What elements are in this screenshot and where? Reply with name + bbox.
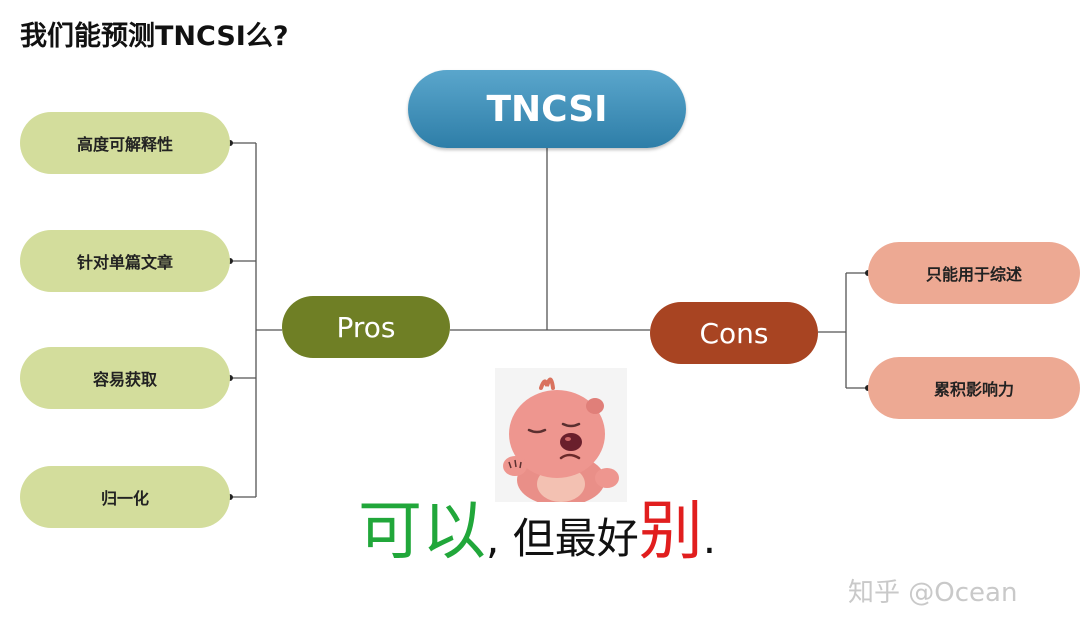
pros-item: 针对单篇文章 (20, 230, 230, 292)
pros-item: 高度可解释性 (20, 112, 230, 174)
pros-node: Pros (282, 296, 450, 358)
verdict-text: 可以, 但最好别. (358, 500, 716, 564)
verdict-but: , 但最好 (486, 514, 639, 563)
verdict-dont: 别 (638, 495, 703, 569)
verdict-yes: 可以 (358, 495, 486, 569)
watermark: 知乎 @Ocean (848, 578, 1018, 608)
pros-item: 容易获取 (20, 347, 230, 409)
cons-item: 只能用于综述 (868, 242, 1080, 304)
verdict-period: . (702, 514, 717, 563)
beaver-sticker-icon (495, 368, 627, 502)
pros-item: 归一化 (20, 466, 230, 528)
cons-node: Cons (650, 302, 818, 364)
page-title: 我们能预测TNCSI么? (20, 21, 289, 52)
cons-item: 累积影响力 (868, 357, 1080, 419)
root-node: TNCSI (408, 70, 686, 148)
